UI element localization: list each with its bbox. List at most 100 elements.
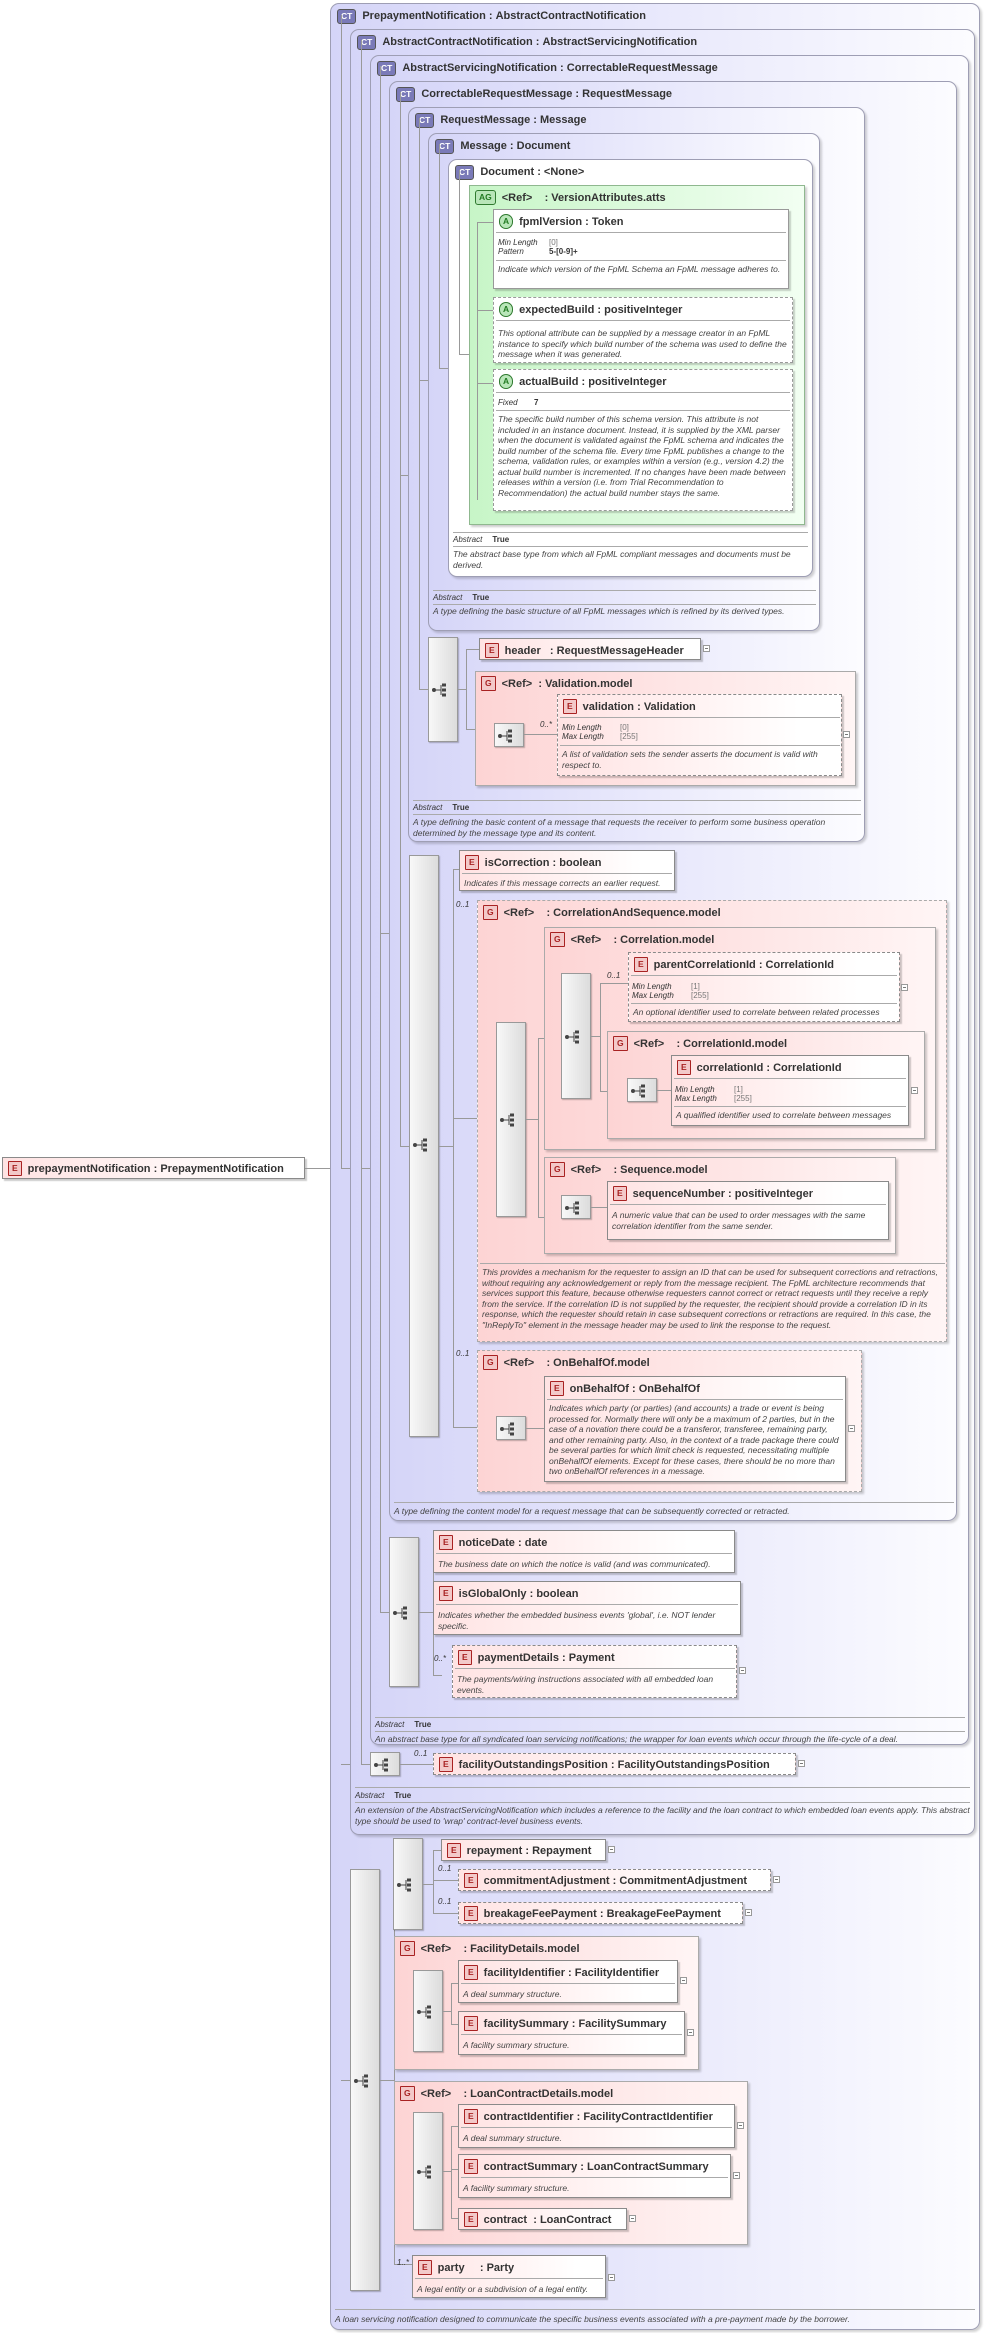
complex-type-badge: CT <box>337 8 357 24</box>
sequence-compositor-sequence[interactable] <box>561 1195 591 1219</box>
element-badge: E <box>418 2260 432 2275</box>
expand-icon[interactable] <box>629 2215 636 2222</box>
group-badge: G <box>550 932 565 947</box>
sequence-compositor-on-behalf-of[interactable] <box>496 1416 526 1440</box>
element-badge: E <box>464 1906 478 1921</box>
element-badge: E <box>447 1843 461 1858</box>
sequence-compositor-correlation[interactable] <box>561 973 591 1099</box>
element-badge: E <box>8 1161 22 1176</box>
sequence-compositor-correlation-id[interactable] <box>627 1078 657 1102</box>
complex-type-badge: CT <box>377 60 397 76</box>
sequence-compositor-prepayment[interactable] <box>350 1869 380 2291</box>
expand-icon[interactable] <box>843 731 850 738</box>
expand-icon[interactable] <box>680 1977 687 1984</box>
element-badge: E <box>563 699 577 714</box>
complex-type-badge: CT <box>455 164 475 180</box>
cardinality: 1..* <box>397 2258 410 2267</box>
attribute-group-header: AG<Ref> : VersionAttributes.atts <box>475 190 666 205</box>
expand-icon[interactable] <box>737 2122 744 2129</box>
group-badge: G <box>400 1941 415 1956</box>
sequence-compositor-correctable[interactable] <box>409 855 439 1437</box>
cardinality: 0..1 <box>607 971 621 980</box>
expand-icon[interactable] <box>608 1846 615 1853</box>
element-badge: E <box>464 1965 478 1980</box>
element-badge: E <box>613 1186 627 1201</box>
contract-description: An extension of the AbstractServicingNot… <box>355 1805 970 1826</box>
attribute-badge: A <box>499 374 514 389</box>
complex-type-badge: CT <box>357 34 377 50</box>
expand-icon[interactable] <box>733 2172 740 2179</box>
sequence-compositor-facility-details[interactable] <box>413 1970 443 2052</box>
attribute-badge: A <box>499 214 514 229</box>
expand-icon[interactable] <box>739 1667 746 1674</box>
expand-icon[interactable] <box>773 1876 780 1883</box>
expand-icon[interactable] <box>703 645 710 652</box>
group-badge: G <box>400 2086 415 2101</box>
prepayment-description: A loan servicing notification designed t… <box>335 2314 850 2324</box>
root-element-prepayment-notification[interactable]: E prepaymentNotification : PrepaymentNot… <box>2 1157 305 1179</box>
group-badge: G <box>550 1162 565 1177</box>
expand-icon[interactable] <box>608 2274 615 2281</box>
element-badge: E <box>485 643 499 658</box>
element-badge: E <box>464 2109 478 2124</box>
root-element-header: E prepaymentNotification : PrepaymentNot… <box>8 1161 284 1176</box>
connector-line <box>305 1168 330 1169</box>
expand-icon[interactable] <box>687 2029 694 2036</box>
element-badge: E <box>464 2212 478 2227</box>
sequence-compositor-contract[interactable] <box>370 1752 400 1776</box>
root-element-type: PrepaymentNotification <box>160 1162 284 1175</box>
sequence-compositor-loan-contract[interactable] <box>413 2112 443 2230</box>
sequence-compositor-validation[interactable] <box>494 723 524 747</box>
element-badge: E <box>634 957 648 972</box>
element-badge: E <box>458 1650 472 1665</box>
expand-icon[interactable] <box>911 1087 918 1094</box>
expand-icon[interactable] <box>848 1425 855 1432</box>
expand-icon[interactable] <box>798 1760 805 1767</box>
complex-type-badge: CT <box>435 138 455 154</box>
sequence-compositor-correlation-and-sequence[interactable] <box>496 1022 526 1217</box>
complex-type-badge: CT <box>415 112 435 128</box>
sequence-compositor-servicing[interactable] <box>389 1537 419 1687</box>
element-badge: E <box>550 1381 564 1396</box>
expand-icon[interactable] <box>745 1909 752 1916</box>
cardinality: 0..* <box>540 720 553 729</box>
cardinality: 0..* <box>434 1654 447 1663</box>
request-description: A type defining the basic content of a m… <box>413 817 826 838</box>
expand-icon[interactable] <box>901 984 908 991</box>
sequence-compositor-adjustments[interactable] <box>393 1838 423 1930</box>
sequence-compositor-request[interactable] <box>428 637 458 742</box>
cardinality: 0..1 <box>438 1864 452 1873</box>
